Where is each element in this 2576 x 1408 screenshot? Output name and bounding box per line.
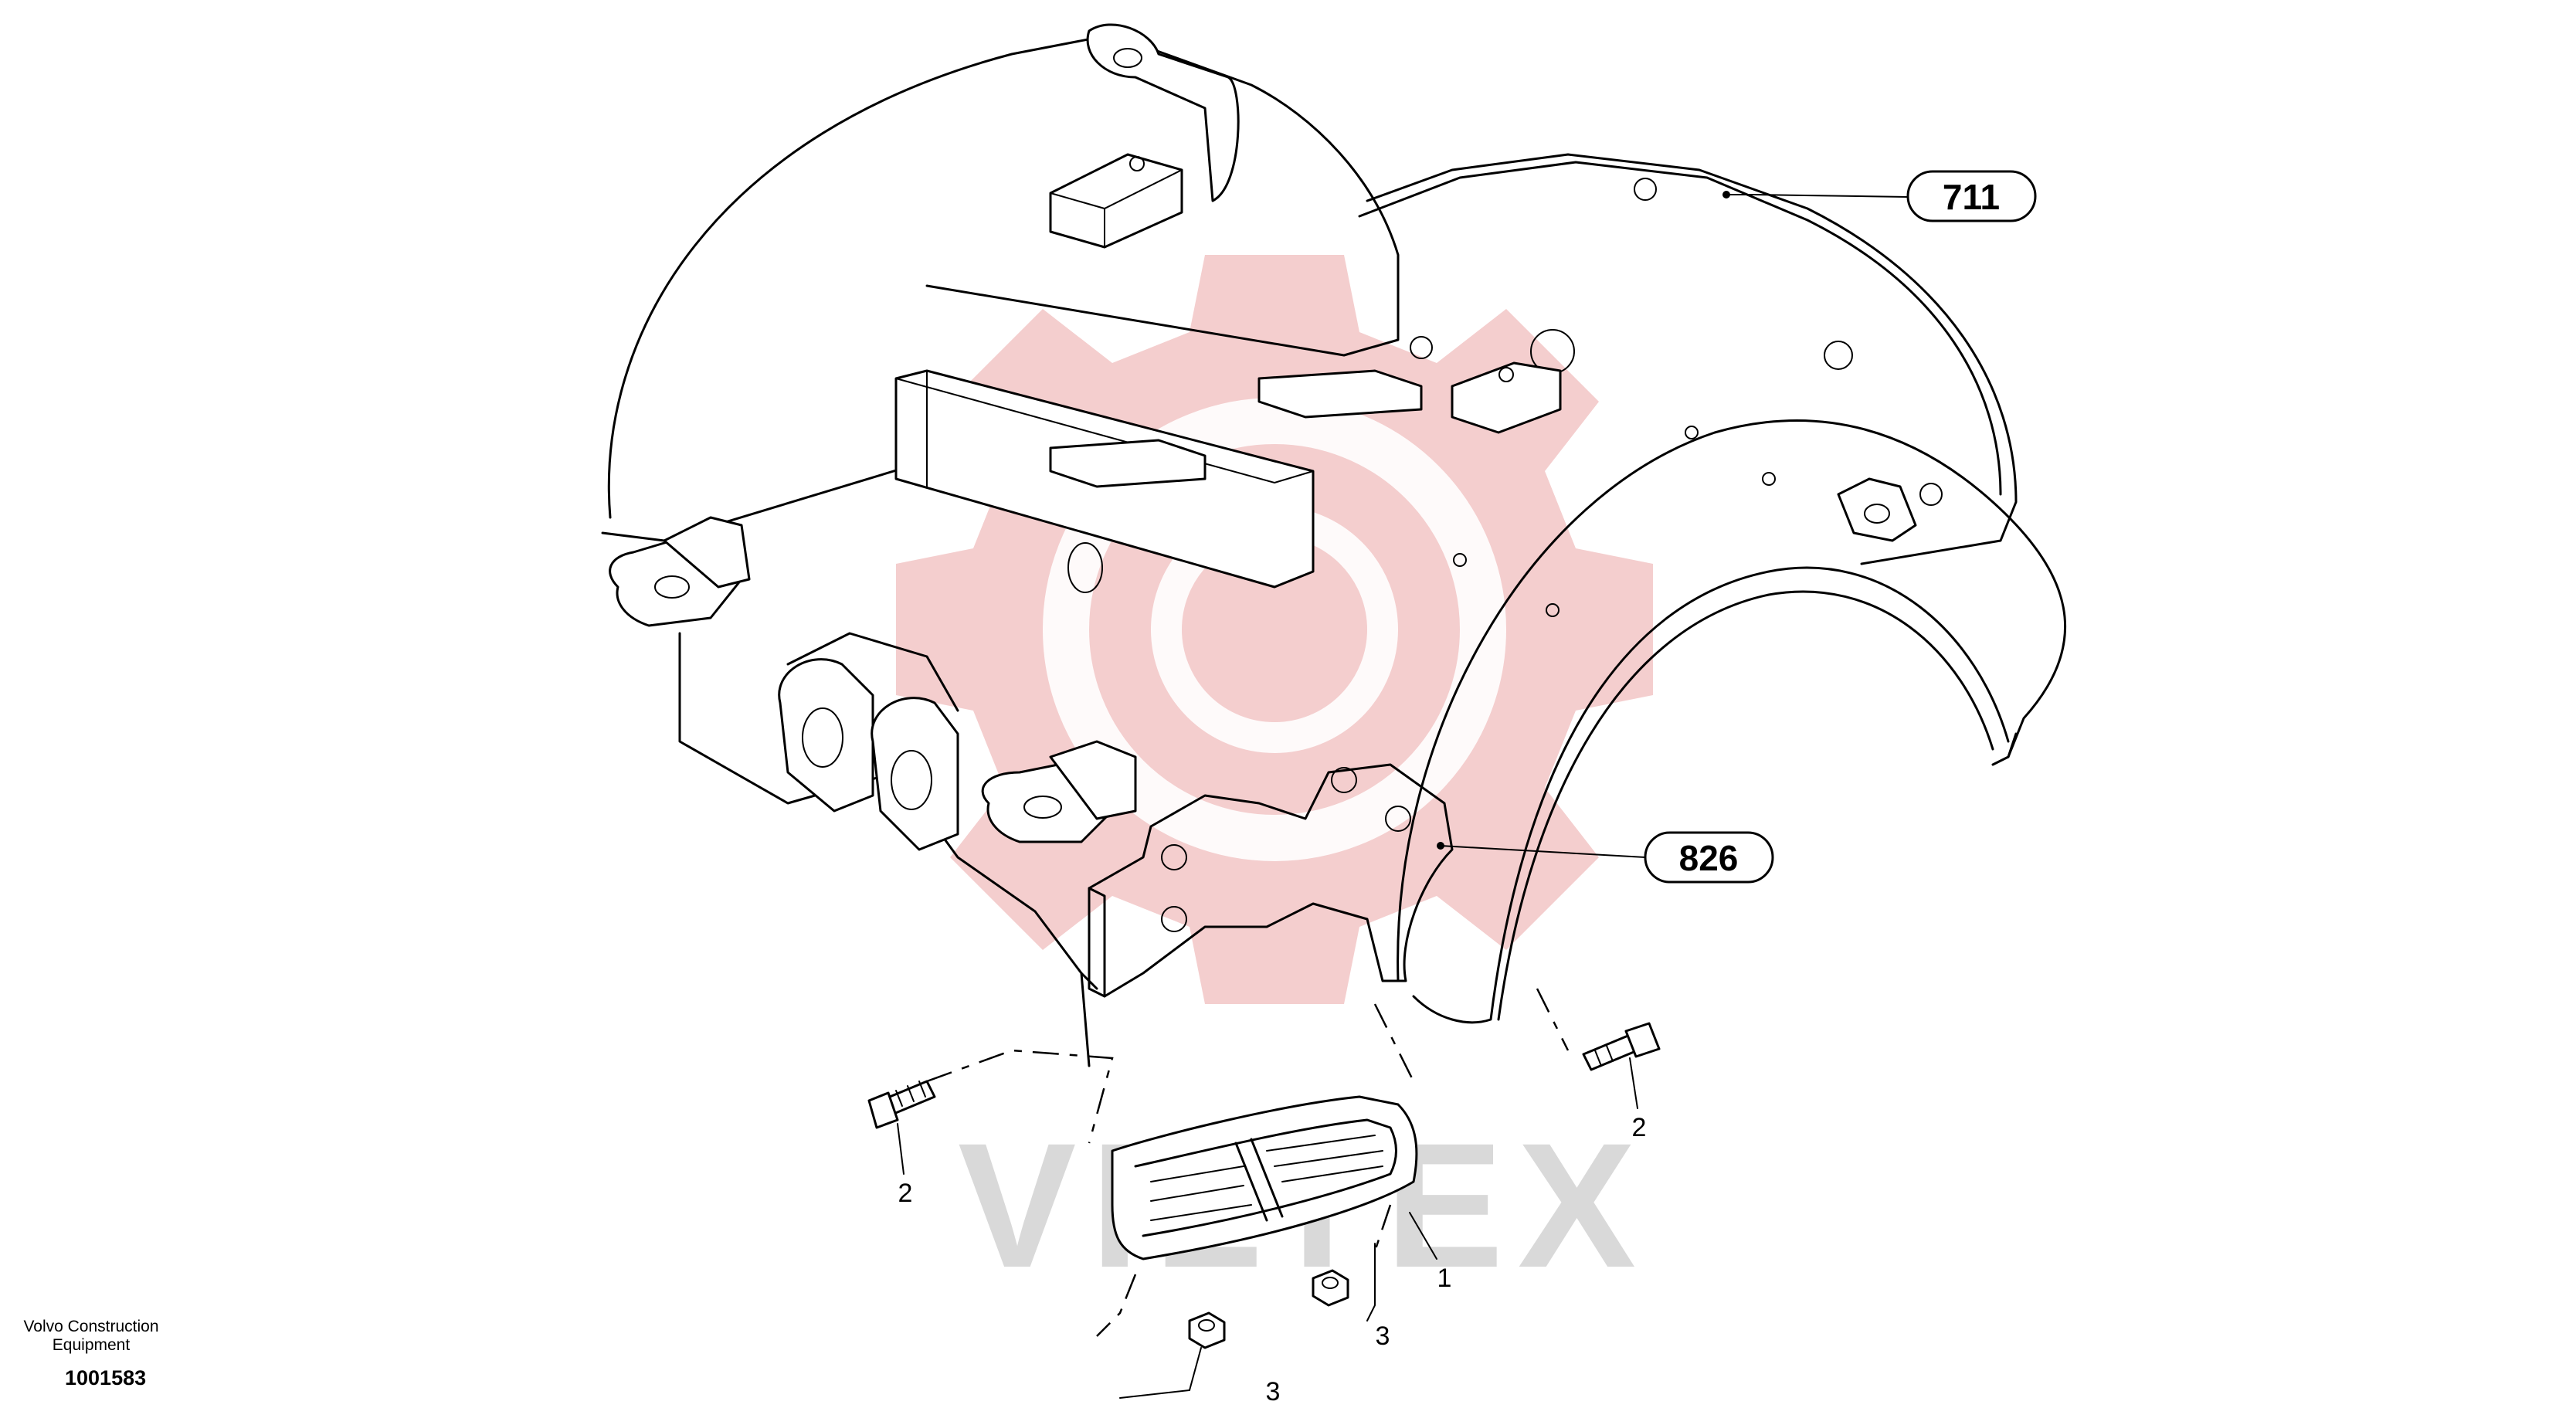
brand-line-2: Equipment bbox=[53, 1336, 131, 1354]
left-fender bbox=[607, 33, 1400, 519]
callout-711[interactable]: 711 bbox=[1906, 170, 2037, 222]
callout-leaders bbox=[1437, 191, 1909, 858]
part-number-nut-right: 3 bbox=[1376, 1321, 1390, 1351]
part-labels: 2 2 1 3 3 bbox=[898, 1113, 1647, 1406]
svg-text:711: 711 bbox=[1943, 177, 2000, 217]
step-plate bbox=[1111, 1095, 1418, 1260]
part-number-bolt-left: 2 bbox=[898, 1179, 913, 1208]
callout-826[interactable]: 826 bbox=[1644, 831, 1774, 884]
part-number-bolt-right: 2 bbox=[1632, 1113, 1647, 1142]
assembly-lines bbox=[926, 988, 1570, 1337]
document-number: 1001583 bbox=[65, 1366, 146, 1389]
leaders bbox=[897, 1057, 1638, 1399]
side-plate bbox=[1088, 763, 1454, 998]
right-fender bbox=[1397, 419, 2067, 982]
bolt-left bbox=[867, 1080, 936, 1129]
brand-line-1: Volvo Construction bbox=[23, 1318, 158, 1335]
bolt-right bbox=[1582, 1022, 1661, 1071]
part-number-nut-left: 3 bbox=[1266, 1377, 1281, 1406]
frame-assembly bbox=[601, 23, 2067, 1067]
nut-left bbox=[1188, 1311, 1226, 1349]
nut-right bbox=[1312, 1269, 1349, 1307]
footer: Volvo Construction Equipment 1001583 bbox=[23, 1318, 158, 1389]
svg-text:826: 826 bbox=[1679, 838, 1739, 878]
part-number-step: 1 bbox=[1437, 1264, 1452, 1293]
top-lug bbox=[1086, 23, 1240, 202]
